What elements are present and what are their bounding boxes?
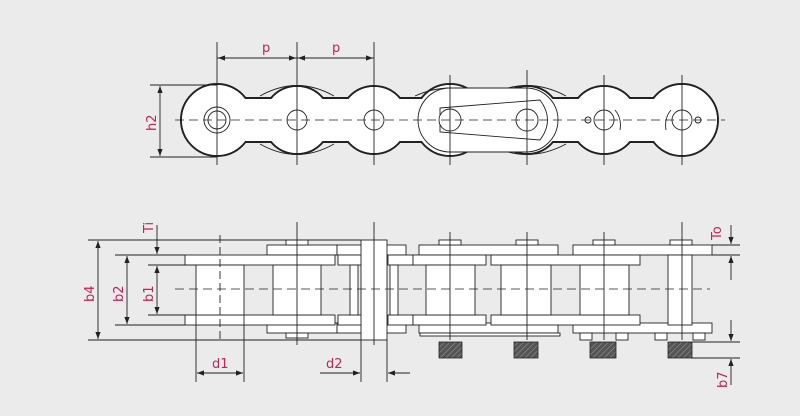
pitch-label: p bbox=[262, 41, 270, 56]
pitch-label: p bbox=[332, 41, 340, 56]
d1-label: d1 bbox=[212, 357, 229, 372]
chain-side-view: p p h2 bbox=[145, 41, 725, 165]
chain-top-view: Ti To b4 b2 b1 b7 d1 d2 bbox=[83, 222, 740, 388]
b1-label: b1 bbox=[142, 285, 157, 302]
b7-label: b7 bbox=[716, 371, 731, 388]
d2-label: d2 bbox=[326, 357, 343, 372]
b4-label: b4 bbox=[83, 285, 98, 302]
ti-label: Ti bbox=[142, 222, 157, 234]
h2-label: h2 bbox=[145, 114, 160, 131]
to-label: To bbox=[710, 226, 725, 241]
attachment-blocks bbox=[438, 341, 693, 359]
b2-label: b2 bbox=[112, 285, 127, 302]
